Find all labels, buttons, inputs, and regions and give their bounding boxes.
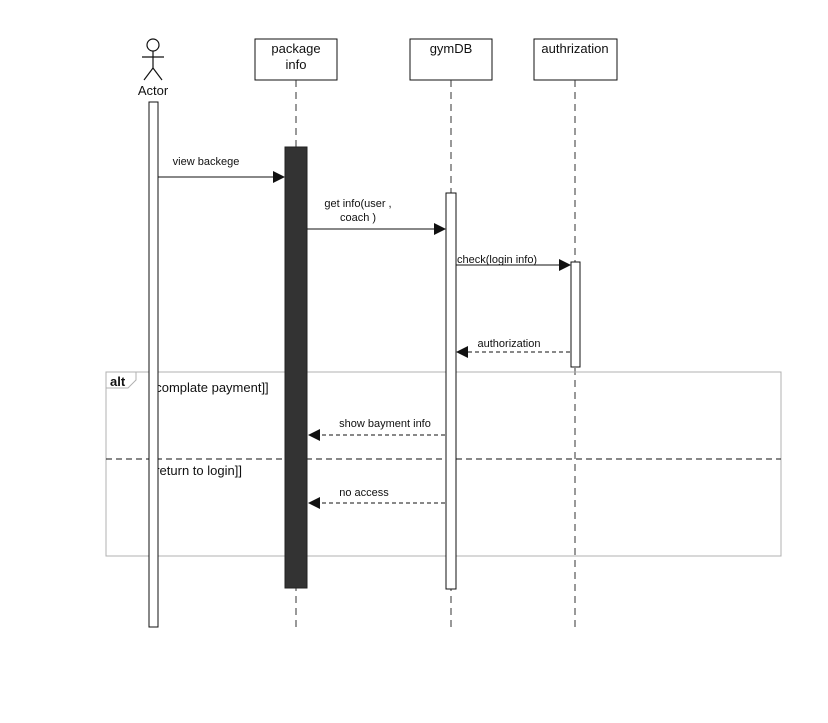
activation-gymdb [445, 192, 457, 590]
participant-authorization-box [533, 38, 618, 81]
actor-label: Actor [138, 83, 169, 98]
participant-gymdb-label: gymDB [430, 41, 473, 56]
message-check-login-label: check(login info) [457, 254, 537, 266]
message-no-access-label: no access [339, 487, 389, 499]
activation-authorization [570, 261, 581, 368]
message-view-backege-label: view backege [173, 156, 240, 168]
participant-gymdb-box [409, 38, 493, 81]
alt-guard-2: [[return to login]] [148, 463, 242, 478]
alt-fragment-frame [105, 371, 782, 557]
participant-package-info-label-2: info [286, 57, 307, 72]
alt-guard-1: [[complate payment]] [148, 380, 269, 395]
participant-authorization-label: authrization [541, 41, 608, 56]
message-get-info-label-1: get info(user , [324, 198, 391, 210]
message-get-info-label-2: coach ) [340, 212, 376, 224]
alt-operator-label: alt [110, 374, 126, 389]
participant-package-info-label-1: package [271, 41, 320, 56]
activation-actor [148, 101, 159, 628]
participant-package-info-box [254, 38, 338, 81]
activation-package-info [284, 146, 308, 589]
alt-fragment-tab [106, 371, 137, 389]
actor-figure [142, 38, 164, 81]
message-authorization-label: authorization [478, 338, 541, 350]
message-show-payment-label: show bayment info [339, 418, 431, 430]
